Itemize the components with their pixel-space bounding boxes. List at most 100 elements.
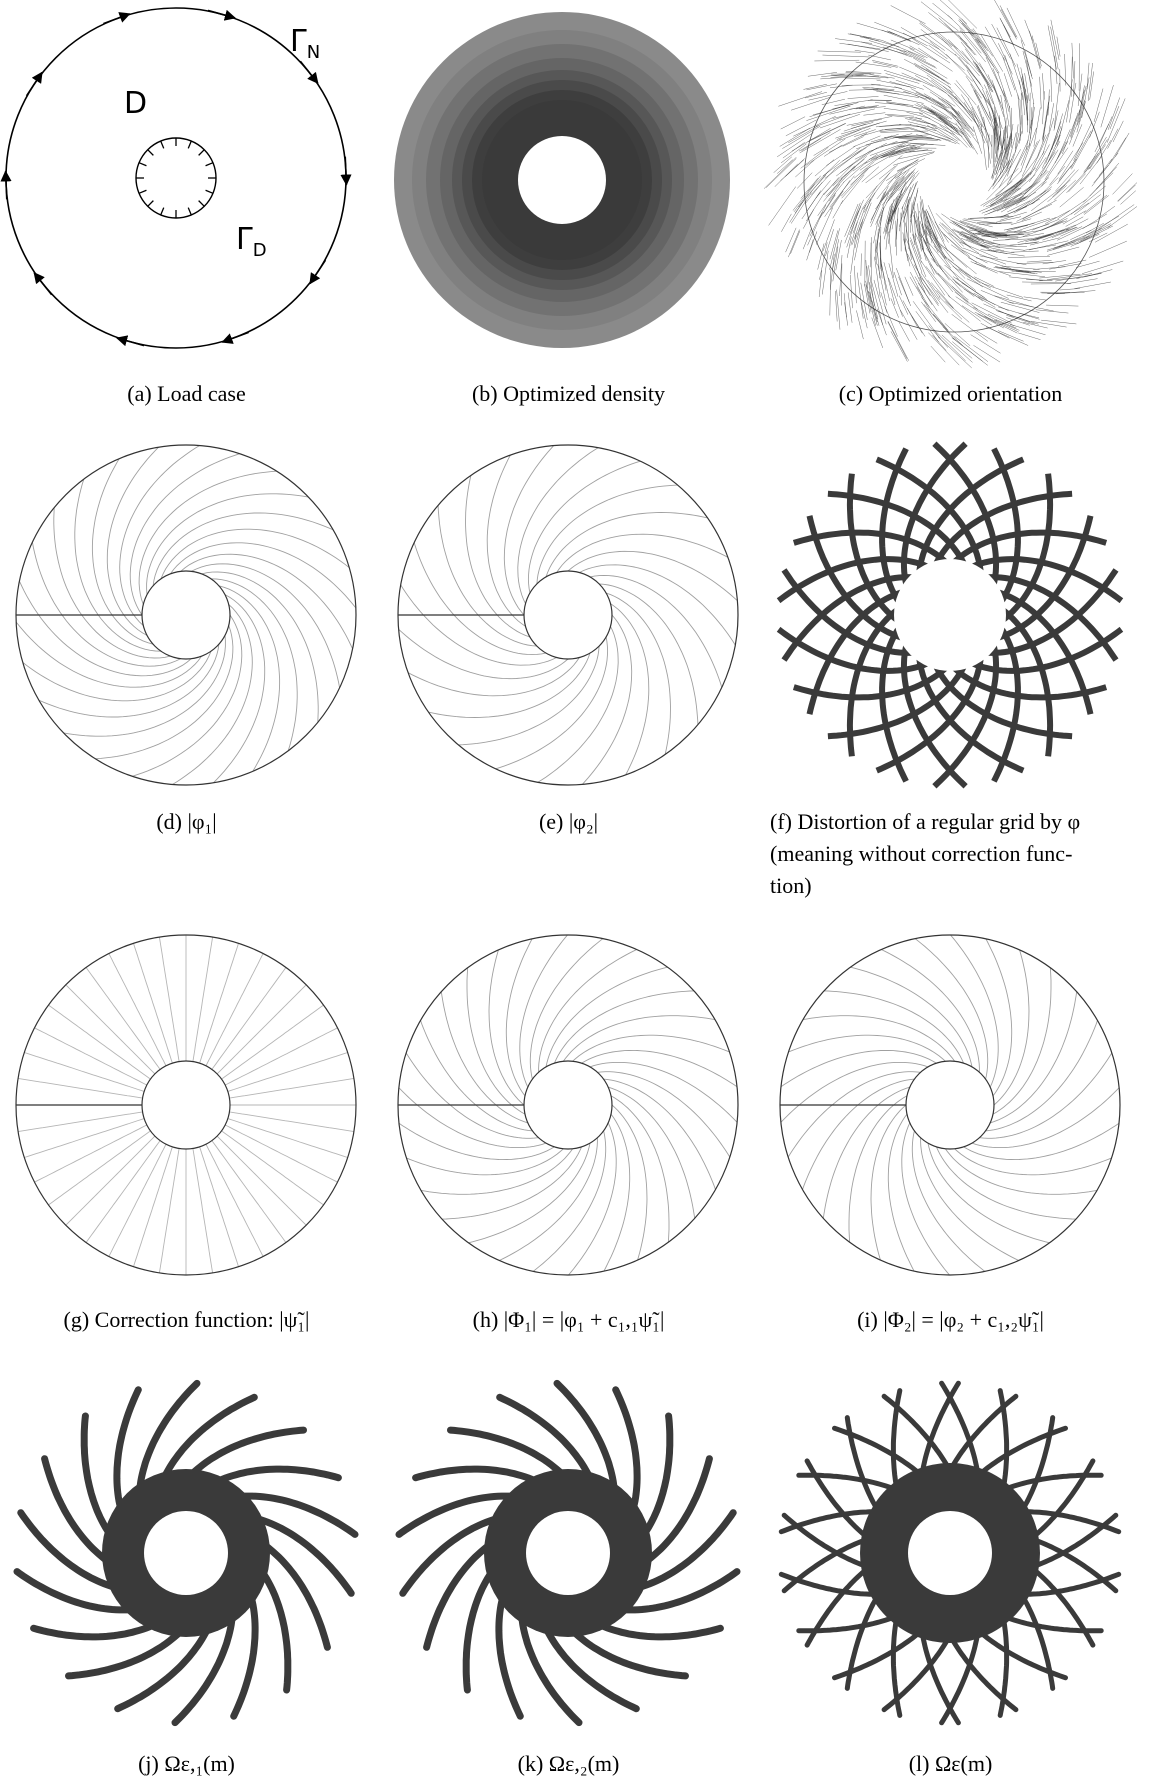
orientation-stroke — [834, 100, 872, 106]
orientation-stroke — [905, 150, 929, 153]
isoline — [554, 991, 694, 1063]
orientation-stroke — [994, 231, 1021, 233]
orientation-stroke — [863, 113, 885, 116]
orientation-stroke — [864, 193, 875, 213]
isoline — [212, 1141, 286, 1243]
orientation-stroke — [943, 327, 963, 346]
isoline — [228, 1053, 348, 1092]
orientation-stroke — [891, 6, 926, 24]
orientation-stroke — [791, 97, 831, 110]
orientation-stroke — [1049, 103, 1054, 131]
isoline — [86, 1141, 160, 1243]
orientation-stroke — [998, 331, 1024, 342]
orientation-stroke — [842, 85, 881, 86]
orientation-stroke — [1080, 156, 1102, 184]
orientation-stroke — [875, 103, 908, 106]
orientation-stroke — [1054, 83, 1059, 128]
omega2-structure — [382, 1368, 755, 1738]
orientation-stroke — [1077, 226, 1113, 244]
orientation-stroke — [1023, 51, 1032, 87]
panel-b: (b) Optimized density — [382, 0, 755, 400]
panel-e: (e) |φ₂| — [382, 430, 755, 830]
orientation-stroke — [1089, 241, 1127, 257]
traction-arrow — [34, 273, 51, 295]
orientation-stroke — [998, 43, 1012, 74]
orientation-stroke — [921, 297, 948, 330]
orientation-stroke — [851, 233, 856, 274]
orientation-stroke — [845, 203, 861, 244]
orientation-stroke — [899, 296, 908, 315]
orientation-stroke — [895, 208, 898, 247]
orientation-stroke — [823, 219, 834, 250]
clamp-tick — [206, 163, 213, 166]
orientation-stroke — [1047, 243, 1077, 252]
orientation-stroke — [856, 310, 863, 339]
orientation-stroke — [901, 27, 940, 49]
orientation-stroke — [1022, 282, 1066, 283]
isoline — [421, 1149, 573, 1195]
orientation-stroke — [909, 118, 936, 126]
isoline — [230, 1112, 354, 1132]
orientation-stroke — [1001, 9, 1016, 37]
clamp-tick — [148, 201, 154, 207]
caption-b: (b) Optimized density — [382, 378, 755, 410]
orientation-stroke — [880, 145, 925, 158]
panel-k: (k) Ωε,₂(m) — [382, 1368, 755, 1782]
isoline — [200, 943, 239, 1063]
isoline — [557, 534, 728, 572]
orientation-stroke — [799, 132, 831, 151]
orientation-stroke — [913, 58, 947, 79]
panel-f: (f) Distortion of a regular grid by φ (m… — [764, 430, 1137, 900]
isoline — [66, 985, 155, 1074]
orientation-stroke — [897, 158, 925, 171]
panel-c: (c) Optimized orientation — [764, 0, 1137, 400]
isoline — [217, 985, 306, 1074]
isoline — [193, 937, 213, 1061]
orientation-stroke — [964, 102, 982, 133]
panel-a: D ΓN ΓD (a) Load case — [0, 0, 373, 400]
orientation-stroke — [847, 116, 892, 125]
orientation-stroke — [1043, 260, 1066, 263]
isoline — [506, 939, 532, 1096]
orientation-stroke — [862, 167, 879, 182]
orientation-stroke — [1036, 43, 1042, 66]
clamp-tick — [199, 150, 205, 156]
clamp-tick — [188, 208, 191, 215]
isoline — [230, 1078, 354, 1098]
isoline — [428, 653, 590, 717]
orientation-stroke — [1000, 18, 1019, 56]
orientation-stroke — [1010, 324, 1046, 334]
orientation-stroke — [884, 108, 923, 113]
inner-boundary — [524, 571, 612, 659]
orientation-stroke — [830, 228, 840, 269]
clamp-tick — [188, 141, 191, 148]
orientation-stroke — [900, 310, 917, 340]
orientation-stroke — [781, 144, 806, 163]
orientation-stroke — [863, 186, 877, 208]
orientation-stroke — [1021, 93, 1023, 133]
hole — [518, 136, 606, 224]
orientation-stroke — [1052, 113, 1063, 149]
orientation-stroke — [944, 247, 967, 267]
isoline — [539, 950, 637, 1073]
orientation-stroke — [822, 55, 869, 57]
orientation-stroke — [1031, 189, 1051, 204]
orientation-stroke — [848, 292, 852, 322]
isoline — [134, 943, 173, 1063]
orientation-stroke — [945, 301, 969, 322]
orientation-stroke — [1071, 110, 1080, 139]
isoline — [604, 1114, 630, 1271]
clamp-tick — [139, 190, 146, 193]
isoline — [406, 1053, 538, 1138]
isoline — [606, 593, 670, 755]
orientation-stroke — [996, 230, 1040, 236]
orientation-stroke — [833, 104, 854, 109]
orientation-stroke — [1099, 205, 1135, 230]
orientation-stroke — [943, 0, 977, 28]
isoline — [222, 1005, 324, 1079]
orientation-stroke — [1008, 256, 1050, 257]
orientation-stroke — [866, 260, 868, 288]
omega1-structure — [0, 1368, 373, 1738]
panel-d: (d) |φ₁| — [0, 430, 373, 830]
isoline — [414, 543, 546, 655]
